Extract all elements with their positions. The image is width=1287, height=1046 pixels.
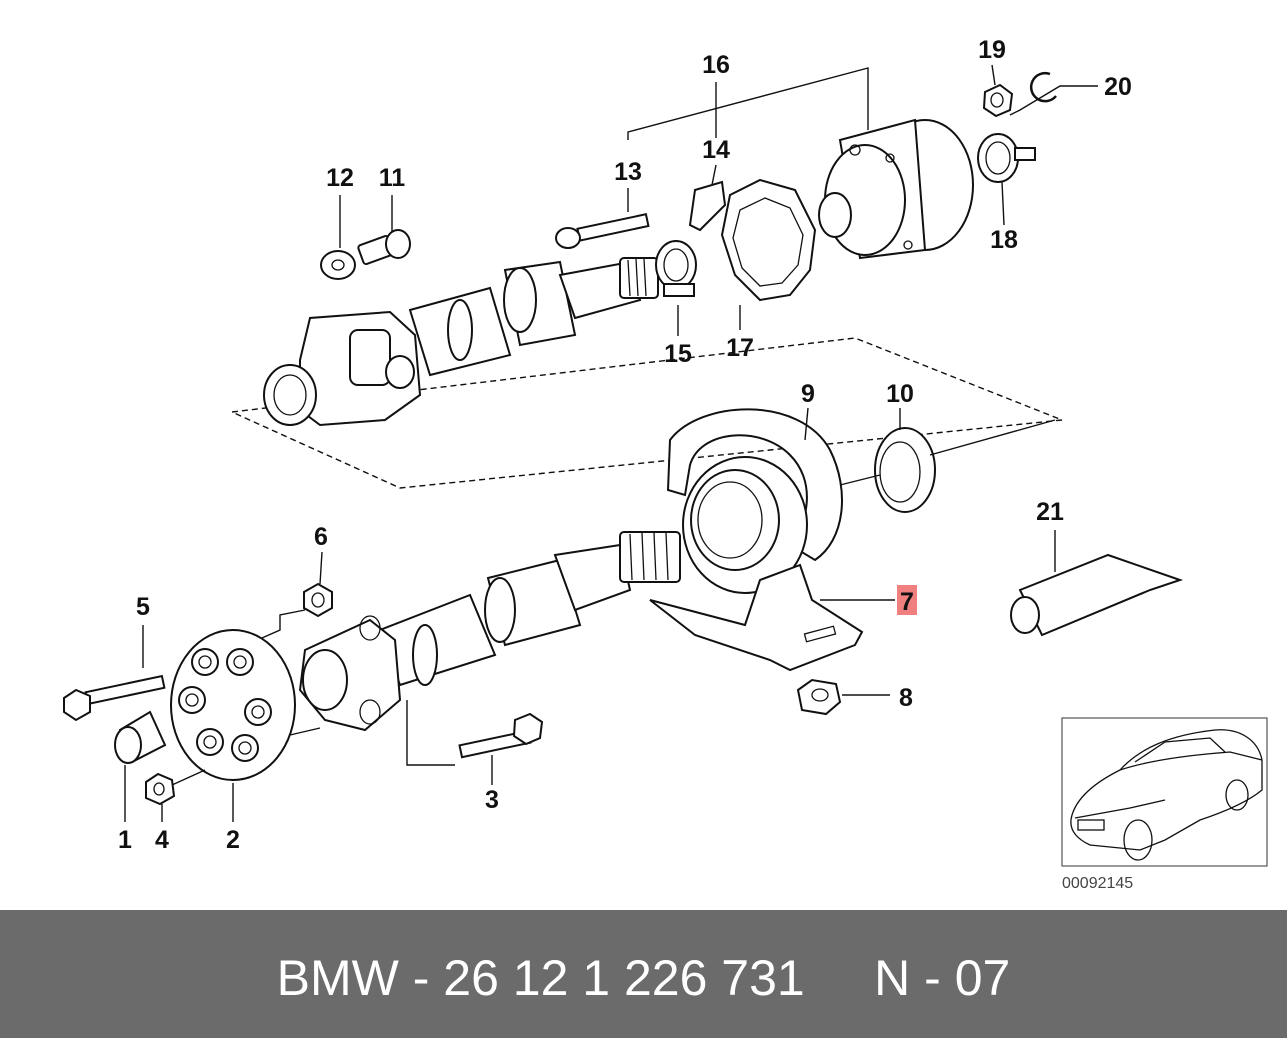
flange-16	[818, 118, 974, 260]
gasket-17	[720, 178, 817, 302]
plate-14	[688, 180, 727, 232]
seal-10	[874, 427, 936, 513]
bolt-13	[555, 213, 650, 249]
callout-7: 7	[900, 588, 914, 616]
callout-13: 13	[614, 158, 642, 186]
parts-diagram: 1 2 3 4 5 6 7 8 9 10 11 12 13 14 15 16 1…	[63, 36, 1268, 892]
car-silhouette-icon	[1070, 729, 1263, 861]
exploded-view-drawing: 1 2 3 4 5 6 7 8 9 10 11 12 13 14 15 16 1…	[63, 36, 1268, 892]
nut-19	[982, 83, 1014, 118]
nut-4	[145, 772, 176, 806]
leader-lines	[124, 64, 1098, 822]
callout-11: 11	[379, 164, 406, 192]
bolt-11	[357, 229, 411, 266]
callout-10: 10	[886, 380, 914, 408]
clamp-ring-18	[977, 133, 1036, 183]
callout-labels: 1 2 3 4 5 6 7 8 9 10 11 12 13 14 15 16 1…	[118, 36, 1132, 854]
car-inset: 00092145	[1061, 717, 1268, 892]
callout-2: 2	[226, 826, 240, 854]
callout-3: 3	[485, 786, 499, 814]
callout-6: 6	[314, 523, 328, 551]
callout-16: 16	[702, 51, 730, 79]
callout-17: 17	[726, 334, 754, 362]
assembly-outline	[229, 337, 1063, 489]
part-number-caption: BMW - 26 12 1 226 731 N - 07	[276, 950, 1011, 1006]
callout-1: 1	[118, 826, 132, 854]
callout-18: 18	[990, 226, 1018, 254]
bolt-5	[63, 674, 166, 722]
callout-14: 14	[702, 136, 730, 164]
nut-6	[303, 582, 333, 618]
washer-12	[320, 250, 356, 280]
sleeve-1	[114, 710, 167, 764]
grease-tube-21	[1010, 553, 1184, 637]
callout-21: 21	[1036, 498, 1064, 526]
callout-9: 9	[801, 380, 815, 408]
callout-8: 8	[899, 684, 913, 712]
lower-shaft	[298, 531, 681, 732]
circlip-20	[1029, 71, 1057, 103]
callout-4: 4	[155, 826, 169, 854]
shield-9	[666, 408, 843, 562]
center-bearing-7	[649, 456, 864, 672]
upper-shaft	[263, 257, 659, 427]
reference-number: 00092145	[1062, 875, 1133, 892]
callout-12: 12	[326, 164, 354, 192]
flex-disc-2	[170, 629, 296, 781]
nut-8	[796, 678, 842, 716]
callout-20: 20	[1104, 73, 1132, 101]
clamp-15	[655, 240, 697, 297]
callout-19: 19	[978, 36, 1006, 64]
callout-7-highlight	[897, 585, 917, 615]
bolt-3	[458, 712, 544, 759]
callout-5: 5	[136, 593, 150, 621]
callout-15: 15	[664, 340, 692, 368]
footer-bar: BMW - 26 12 1 226 731 N - 07	[0, 910, 1287, 1038]
